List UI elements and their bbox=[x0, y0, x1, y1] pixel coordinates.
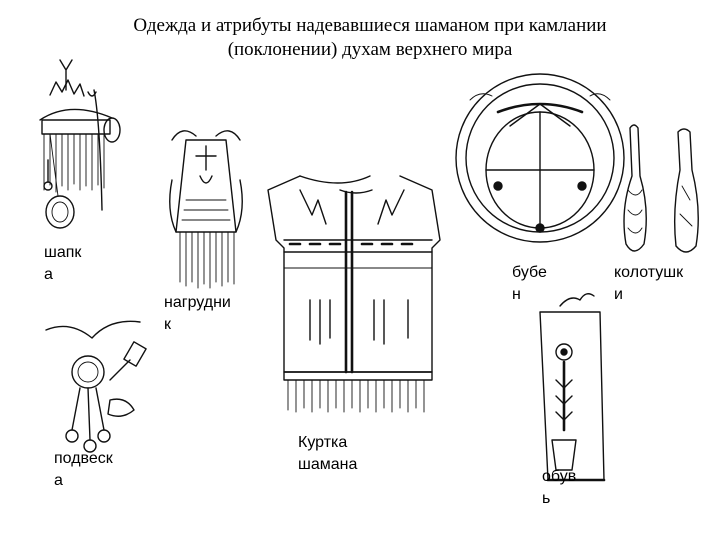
title-line-1: Одежда и атрибуты надевавшиеся шаманом п… bbox=[133, 15, 607, 36]
label-boots: обув ь bbox=[542, 468, 577, 507]
title-line-2: (поклонении) духам верхнего мира bbox=[227, 39, 513, 60]
slide-title: Одежда и атрибуты надевавшиеся шаманом п… bbox=[60, 14, 680, 62]
jacket-illustration bbox=[267, 175, 441, 413]
boot-illustration bbox=[539, 293, 606, 482]
drum-illustration bbox=[455, 73, 625, 243]
label-pendant: подвеск а bbox=[54, 450, 113, 489]
hat-illustration bbox=[39, 59, 121, 229]
label-beaters: колотушк и bbox=[614, 264, 684, 303]
label-breastplate: нагрудни к bbox=[164, 294, 231, 333]
label-jacket: Куртка шамана bbox=[298, 434, 358, 473]
label-drum: бубе н bbox=[512, 264, 547, 303]
breastplate-illustration bbox=[169, 130, 243, 289]
label-hat: шапк а bbox=[44, 244, 82, 283]
beaters-illustration bbox=[623, 124, 699, 253]
pendant-illustration bbox=[45, 320, 147, 453]
